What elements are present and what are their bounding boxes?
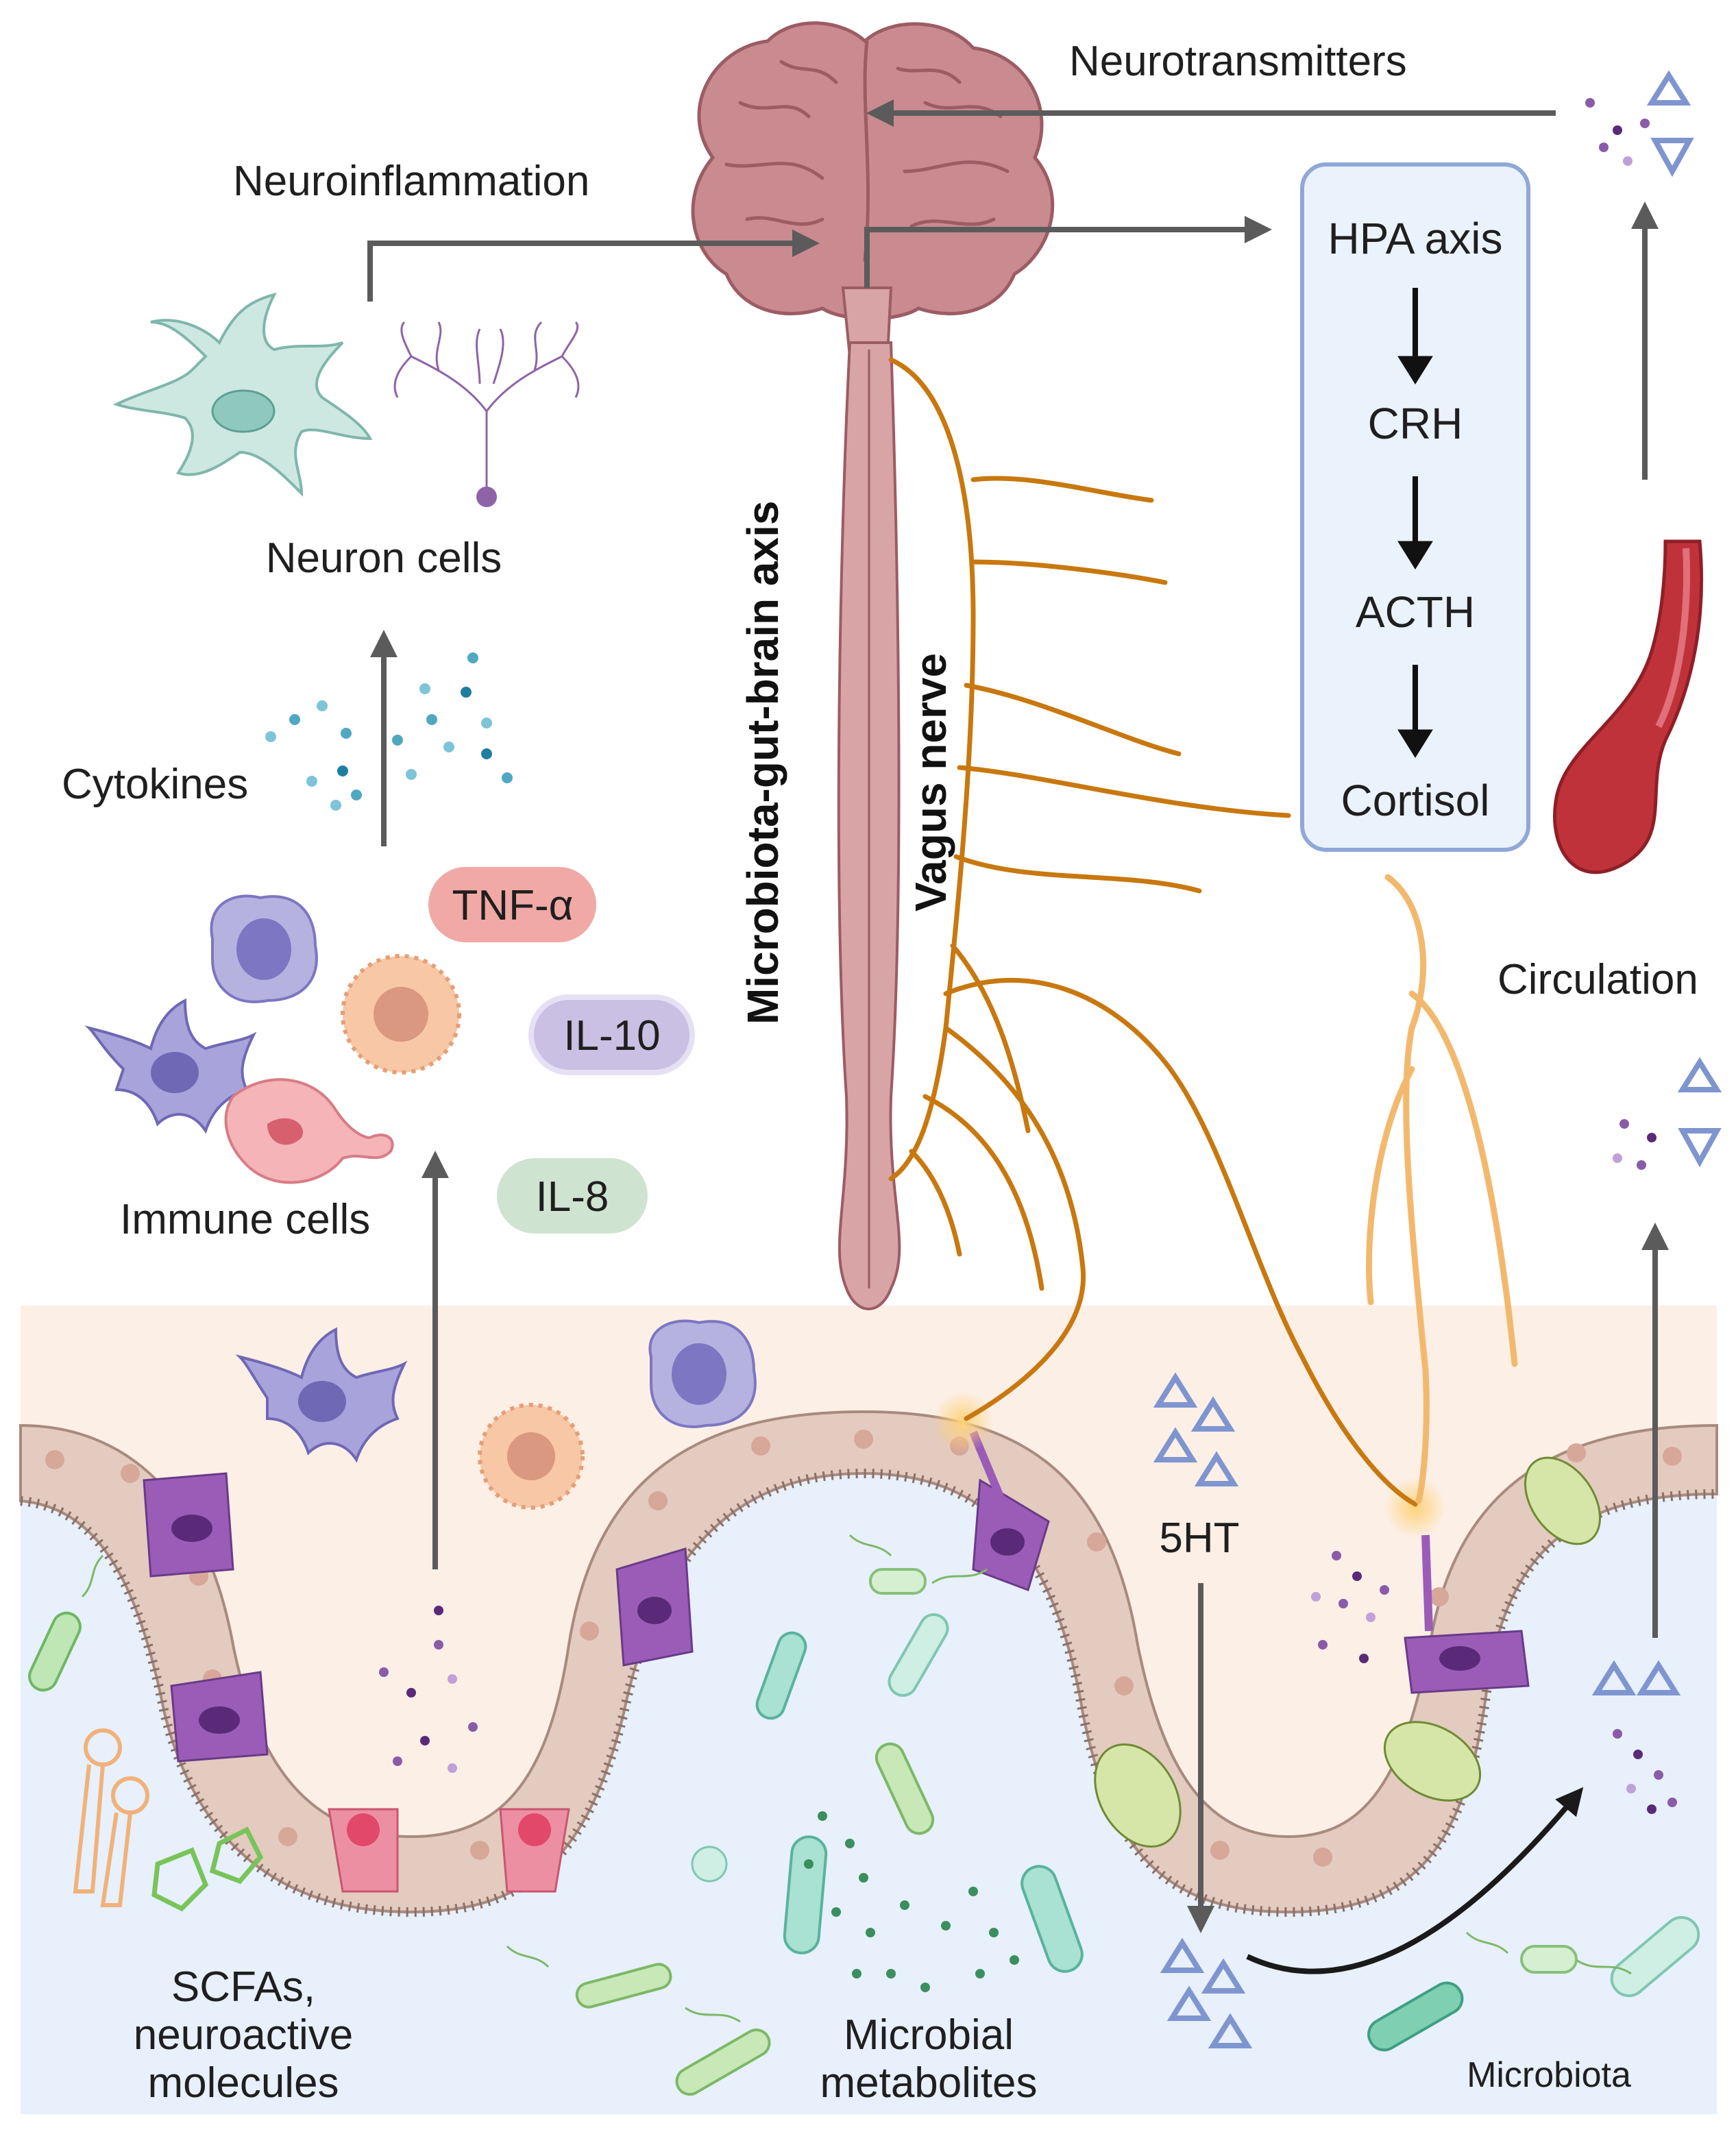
label-scfas: neuroactive [134,2011,354,2059]
bacterium [1610,1915,1700,1998]
label-scfas: molecules [147,2059,339,2107]
bacterium [888,1613,949,1697]
label-axis-title: Microbiota-gut-brain axis [738,501,787,1025]
label-cytokines: Cytokines [62,761,248,808]
bacterium [1020,1865,1084,1973]
badge-il8 [497,1158,648,1234]
bacterium [755,1631,807,1720]
cytokine-particles [265,652,513,811]
sensory-stalk [1421,1534,1433,1632]
label-immune-cells: Immune cells [120,1196,370,1243]
microbiota-curve-arrow [1246,1787,1584,1974]
brush-border [20,1468,1717,1917]
afferent-nerve [1366,874,1518,1504]
label-neurotransmitters: Neurotransmitters [1069,38,1407,85]
neuroinflammation-arrow [367,230,820,302]
flow-arrows [367,99,1669,1933]
label-microbial-metabolites: metabolites [820,2059,1037,2107]
immune-cells [84,894,757,1510]
label-vagus-nerve: Vagus nerve [906,653,955,911]
goblet-cell [499,1808,570,1893]
bacterium [1520,1945,1578,1974]
label-neuron-cells: Neuron cells [266,535,502,582]
hpa-step: Cortisol [1341,776,1490,825]
neuron-cells [112,293,580,507]
secretory-cell [1524,1456,1602,1545]
label-5ht: 5HT [1159,1515,1239,1562]
neutrophil [224,1078,394,1184]
brain [691,21,1055,358]
brain-shape [691,21,1055,321]
purkinje-neuron [393,321,580,493]
badge-il10 [528,994,695,1075]
intestinal-epithelium [19,1391,1718,1917]
gut-lumen [21,1473,1717,2114]
labels: Neurotransmitters Neuroinflammation Neur… [62,38,1698,2107]
hpa-axis-box: HPA axis CRH ACTH Cortisol [1300,162,1530,852]
neurotransmitter-particles [1153,70,1722,2048]
badge-tnf-label: TNF-α [452,882,573,929]
secretory-cell [1094,1743,1182,1848]
label-microbial-metabolites: Microbial [844,2011,1014,2059]
brain-to-hpa-arrow [864,216,1272,288]
bacterium [783,1835,828,1955]
label-microbiota: Microbiota [1467,2055,1631,2095]
label-neuroinflammation: Neuroinflammation [233,158,589,205]
bacterium [575,1963,672,2009]
badge-il10-label: IL-10 [563,1012,660,1059]
bacterium [875,1742,935,1835]
goblet-cell [328,1808,399,1893]
blood-vessel [1553,539,1704,874]
label-circulation: Circulation [1497,956,1698,1003]
microbiota [28,1534,1700,2096]
cytokine-badges: TNF-α IL-10 IL-8 [428,867,695,1234]
bacterium [869,1568,927,1595]
hpa-step: CRH [1368,399,1463,448]
hpa-step: HPA axis [1328,214,1503,263]
badge-il8-label: IL-8 [536,1173,609,1221]
bacterium [1367,1981,1464,2052]
metabolite-dots [379,98,1677,1814]
vagus-nerve [888,357,1418,1507]
bacterium [28,1611,82,1692]
badge-tnf [428,867,596,942]
bacterium [675,2029,771,2096]
secretory-cell [1383,1721,1482,1802]
label-scfas: SCFAs, [171,1963,315,2011]
hpa-step: ACTH [1356,587,1475,637]
